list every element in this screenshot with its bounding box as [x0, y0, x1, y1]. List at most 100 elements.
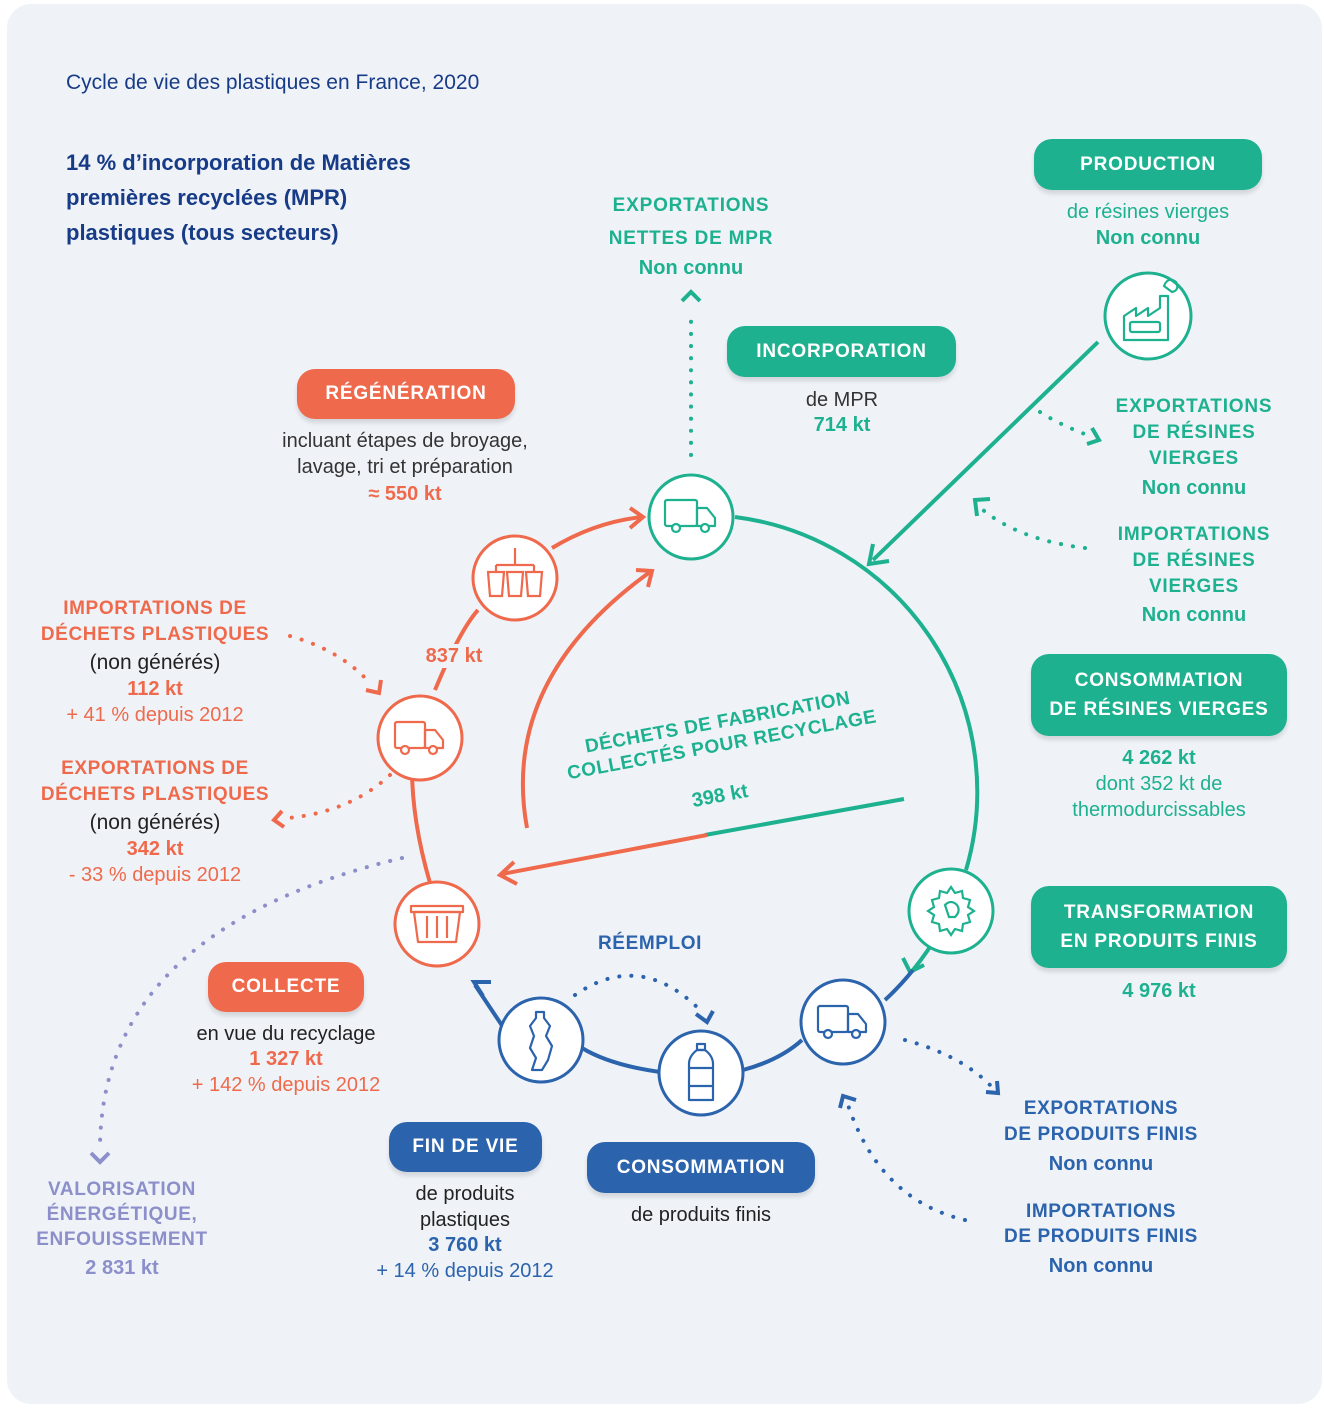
headline-line-2: premières recyclées (MPR)	[66, 185, 348, 210]
dotted-export-dechets	[286, 773, 392, 820]
export-resines-value: Non connu	[1141, 477, 1247, 499]
transformation-line1: TRANSFORMATION	[1063, 901, 1255, 923]
crushed-bottle-icon	[528, 1010, 554, 1072]
dumpster-icon	[409, 904, 465, 944]
export-dechets-change: - 33 % depuis 2012	[68, 864, 242, 886]
import-resines-line3: VIERGES	[1148, 576, 1240, 597]
arc-incorporation-to-transformation	[734, 515, 980, 871]
node-collecte	[393, 880, 481, 968]
import-resines-line1: IMPORTATIONS	[1117, 524, 1271, 545]
export-resines-line1: EXPORTATIONS	[1115, 396, 1273, 417]
dotted-reemploi-head	[694, 1010, 715, 1025]
collecte-value: 1 327 kt	[249, 1048, 323, 1070]
arc-blue-bottom	[742, 1038, 804, 1072]
node-transformation	[907, 867, 995, 955]
export-dechets-line2: DÉCHETS PLASTIQUES	[40, 784, 270, 805]
import-dechets-sub: (non générés)	[89, 651, 221, 674]
dotted-import-resines-head	[972, 497, 991, 517]
import-produits-value: Non connu	[1048, 1255, 1154, 1277]
import-resines-value: Non connu	[1141, 604, 1247, 626]
valorisation-line3: ENFOUISSEMENT	[36, 1229, 208, 1250]
export-produits-line1: EXPORTATIONS	[1023, 1098, 1179, 1119]
arrow-blue-head	[470, 980, 491, 998]
truck-icon	[816, 1004, 868, 1040]
collecte-pill: COLLECTE	[208, 962, 364, 1012]
export-dechets-line1: EXPORTATIONS DE	[61, 758, 249, 779]
arrow-inner-up-head	[635, 568, 655, 588]
regeneration-value: ≈ 550 kt	[368, 483, 442, 505]
regeneration-pill: RÉGÉNÉRATION	[297, 369, 515, 419]
arc-blue-bottom-2	[580, 1046, 661, 1074]
export-dechets-sub: (non générés)	[89, 811, 221, 834]
production-pill: PRODUCTION	[1034, 139, 1262, 190]
dotted-export-produits-head	[985, 1080, 1001, 1096]
dotted-export-produits	[903, 1038, 992, 1087]
node-consommation	[657, 1029, 745, 1117]
import-produits-line2: DE PRODUITS FINIS	[1004, 1226, 1198, 1247]
dotted-valorisation-head	[89, 1151, 111, 1165]
consommation-resines-sub2: thermodurcissables	[1072, 799, 1246, 821]
dotted-export-dechets-head	[271, 809, 286, 829]
reemploi-label: RÉEMPLOI	[597, 933, 703, 954]
incorporation-pill: INCORPORATION	[727, 326, 956, 377]
arrow-fabrication-orange	[501, 833, 708, 876]
truck-icon	[663, 498, 717, 534]
node-distribution	[799, 978, 887, 1066]
export-resines-line3: VIERGES	[1148, 448, 1240, 469]
exportations-mpr-line2: NETTES DE MPR	[608, 228, 774, 249]
regeneration-sub1: incluant étapes de broyage,	[282, 430, 528, 452]
dotted-import-dechets	[288, 634, 372, 685]
dotted-import-resines	[981, 508, 1087, 550]
headline-line-3: plastiques (tous secteurs)	[66, 220, 339, 245]
dotted-export-resines-head	[1086, 426, 1102, 446]
headline-line-1: 14 % d’incorporation de Matières	[66, 150, 411, 175]
export-dechets-value: 342 kt	[126, 838, 184, 860]
arrow-fabrication-head	[496, 860, 518, 886]
sorting-bins-icon	[486, 548, 544, 598]
node-production	[1103, 271, 1193, 361]
import-resines-line2: DE RÉSINES	[1132, 550, 1256, 571]
import-dechets-line2: DÉCHETS PLASTIQUES	[40, 624, 270, 645]
node-regeneration	[471, 534, 559, 622]
dotted-reemploi	[573, 973, 702, 1012]
consommation-resines-line1: CONSOMMATION	[1074, 669, 1244, 691]
consommation-resines-pill: CONSOMMATION DE RÉSINES VIERGES	[1031, 654, 1287, 736]
dotted-valorisation	[98, 856, 404, 1152]
dotted-exportations-mpr-head	[680, 289, 702, 303]
fin-de-vie-pill: FIN DE VIE	[389, 1122, 542, 1172]
truck-icon	[393, 720, 445, 756]
consommation-sub: de produits finis	[630, 1204, 772, 1226]
consommation-pill: CONSOMMATION	[587, 1142, 815, 1193]
node-incorporation	[647, 473, 735, 561]
collecte-change: + 142 % depuis 2012	[191, 1074, 381, 1096]
node-import-dechets	[376, 694, 464, 782]
fin-de-vie-sub1: de produits	[415, 1183, 515, 1205]
arc-distribution	[883, 968, 915, 1002]
exportations-mpr-line1: EXPORTATIONS	[612, 195, 770, 216]
arrow-fabrication-teal	[704, 797, 905, 837]
transformation-pill: TRANSFORMATION EN PRODUITS FINIS	[1031, 886, 1287, 968]
incorporation-value: 714 kt	[813, 414, 871, 436]
collecte-sub: en vue du recyclage	[196, 1023, 376, 1045]
import-produits-line1: IMPORTATIONS	[1025, 1201, 1177, 1222]
fin-de-vie-value: 3 760 kt	[428, 1234, 502, 1256]
transformation-value: 4 976 kt	[1122, 980, 1196, 1002]
import-dechets-line1: IMPORTATIONS DE	[63, 598, 247, 619]
page-title: Cycle de vie des plastiques en France, 2…	[66, 71, 480, 94]
transformation-line2: EN PRODUITS FINIS	[1060, 931, 1258, 952]
fin-de-vie-change: + 14 % depuis 2012	[376, 1260, 554, 1282]
valorisation-line1: VALORISATION	[48, 1179, 196, 1200]
import-dechets-value: 112 kt	[127, 678, 183, 700]
production-value: Non connu	[1095, 227, 1201, 249]
arrow-production	[871, 340, 1100, 562]
export-resines-line2: DE RÉSINES	[1132, 422, 1256, 443]
exportations-mpr-value: Non connu	[638, 257, 744, 279]
incorporation-sub: de MPR	[805, 389, 879, 411]
import-dechets-change: + 41 % depuis 2012	[66, 704, 244, 726]
consommation-resines-line2: DE RÉSINES VIERGES	[1049, 699, 1269, 720]
export-produits-value: Non connu	[1048, 1153, 1154, 1175]
export-produits-line2: DE PRODUITS FINIS	[1004, 1124, 1198, 1145]
arrow-production-head	[866, 543, 890, 567]
dotted-import-produits-head	[838, 1093, 857, 1109]
